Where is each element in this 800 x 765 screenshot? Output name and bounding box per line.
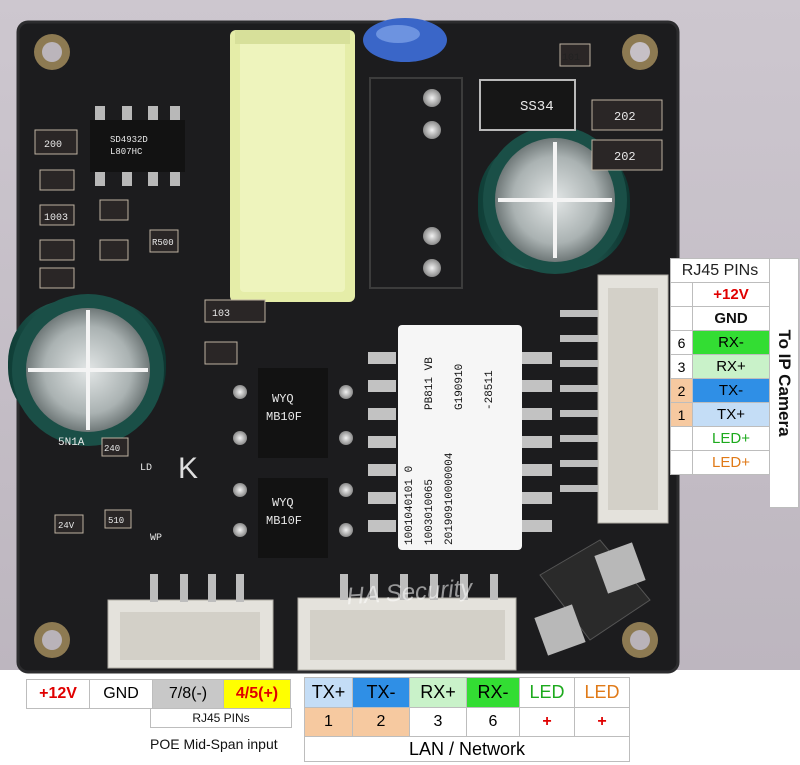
silk-k-mark: K: [178, 452, 198, 485]
lan-pin-3: 3: [409, 707, 467, 737]
poe-caption: POE Mid-Span input: [150, 736, 278, 752]
pin-label-led-green: LED+: [692, 426, 770, 451]
poe-cell-gnd: GND: [89, 679, 153, 709]
svg-text:-28511: -28511: [484, 370, 496, 410]
camera-connector: [560, 274, 669, 524]
ic-marking-2: L807HC: [110, 147, 143, 157]
poe-cell-78: 7/8(-): [152, 679, 224, 709]
lan-label-led-green: LED: [519, 677, 575, 708]
svg-text:20190910000004: 20190910000004: [444, 452, 456, 545]
pin-num: [670, 426, 693, 451]
rectifier-2-line1: WYQ: [272, 496, 294, 510]
resistor-101: 101: [562, 53, 580, 64]
poe-input-table: +12V GND 7/8(-) 4/5(+): [26, 679, 291, 709]
lan-label-led-orange: LED: [574, 677, 630, 708]
resistor-1003: 1003: [44, 213, 68, 224]
table-header: RJ45 PINs: [670, 258, 770, 283]
bridge-rectifiers: [233, 368, 353, 558]
resistor-202-b: 202: [614, 150, 636, 164]
pin-label-gnd: GND: [692, 306, 770, 331]
pin-num-3: 3: [670, 354, 693, 379]
resistor-202-a: 202: [614, 110, 636, 124]
lan-label-tx-minus: TX-: [352, 677, 410, 708]
lan-pin-1: 1: [304, 707, 353, 737]
pin-num: [670, 450, 693, 475]
pin-label-tx-minus: TX-: [692, 378, 770, 403]
mounting-holes: [34, 34, 658, 658]
lan-network-table: TX+ TX- RX+ RX- LED LED 1 2 3 6 + + LAN …: [304, 677, 630, 762]
ic-marking-1: SD4932D: [110, 135, 148, 145]
svg-text:G190910: G190910: [454, 364, 466, 410]
pwm-ic: [90, 106, 185, 186]
lan-transformer: [368, 325, 552, 550]
poe-cell-45: 4/5(+): [223, 679, 291, 709]
silk-wp: WP: [150, 533, 162, 544]
svg-text:PB811 VB: PB811 VB: [424, 357, 436, 410]
lan-caption: LAN / Network: [304, 736, 630, 762]
lan-label-tx-plus: TX+: [304, 677, 353, 708]
inductor-5n1a: 5N1A: [58, 437, 85, 449]
resistor-r500: R500: [152, 238, 174, 248]
pin-label-rx-minus: RX-: [692, 330, 770, 355]
silk-ld: LD: [140, 463, 152, 474]
pin-num-2: 2: [670, 378, 693, 403]
pin-label-12v: +12V: [692, 282, 770, 307]
lan-label-rx-plus: RX+: [409, 677, 467, 708]
pin-label-rx-plus: RX+: [692, 354, 770, 379]
pin-num-6: 6: [670, 330, 693, 355]
pin-num-1: 1: [670, 402, 693, 427]
poe-cell-12v: +12V: [26, 679, 90, 709]
resistor-200: 200: [44, 140, 62, 151]
resistor-24v: 24V: [58, 521, 75, 531]
to-ip-camera-text: To IP Camera: [775, 329, 794, 437]
led-transistor: [534, 539, 651, 656]
pin-num: [670, 306, 693, 331]
schottky-diode: [479, 79, 576, 131]
pin-label-led-orange: LED+: [692, 450, 770, 475]
lan-pin-led-plus-2: +: [574, 707, 630, 737]
lan-label-rx-minus: RX-: [466, 677, 520, 708]
electrolytic-capacitor-right: [478, 126, 630, 274]
poe-input-connector: [107, 574, 274, 669]
rectifier-1-line1: WYQ: [272, 392, 294, 406]
pin-num: [670, 282, 693, 307]
rectifier-2-line2: MB10F: [266, 514, 302, 528]
resistor-103: 103: [212, 309, 230, 320]
lan-pin-6: 6: [466, 707, 520, 737]
resistor-510: 510: [108, 516, 124, 526]
resistor-240: 240: [104, 444, 120, 454]
poe-rj45-subheader: RJ45 PINs: [150, 708, 292, 728]
pin-label-tx-plus: TX+: [692, 402, 770, 427]
rectifier-1-line2: MB10F: [266, 410, 302, 424]
svg-text:1003010065: 1003010065: [424, 479, 436, 545]
smd-resistors: [34, 43, 663, 534]
electrolytic-capacitor-left: [8, 294, 166, 446]
lan-connector: [297, 574, 517, 671]
diode-ss34: SS34: [520, 99, 554, 115]
lan-transformer-label: 1001040101 0 1003010065 20190910000004 P…: [404, 357, 496, 545]
lan-pin-led-plus-1: +: [519, 707, 575, 737]
to-ip-camera-label: To IP Camera: [770, 258, 799, 508]
voltage-regulator: [369, 77, 463, 289]
svg-text:1001040101 0: 1001040101 0: [404, 466, 416, 545]
lan-pin-2: 2: [352, 707, 410, 737]
